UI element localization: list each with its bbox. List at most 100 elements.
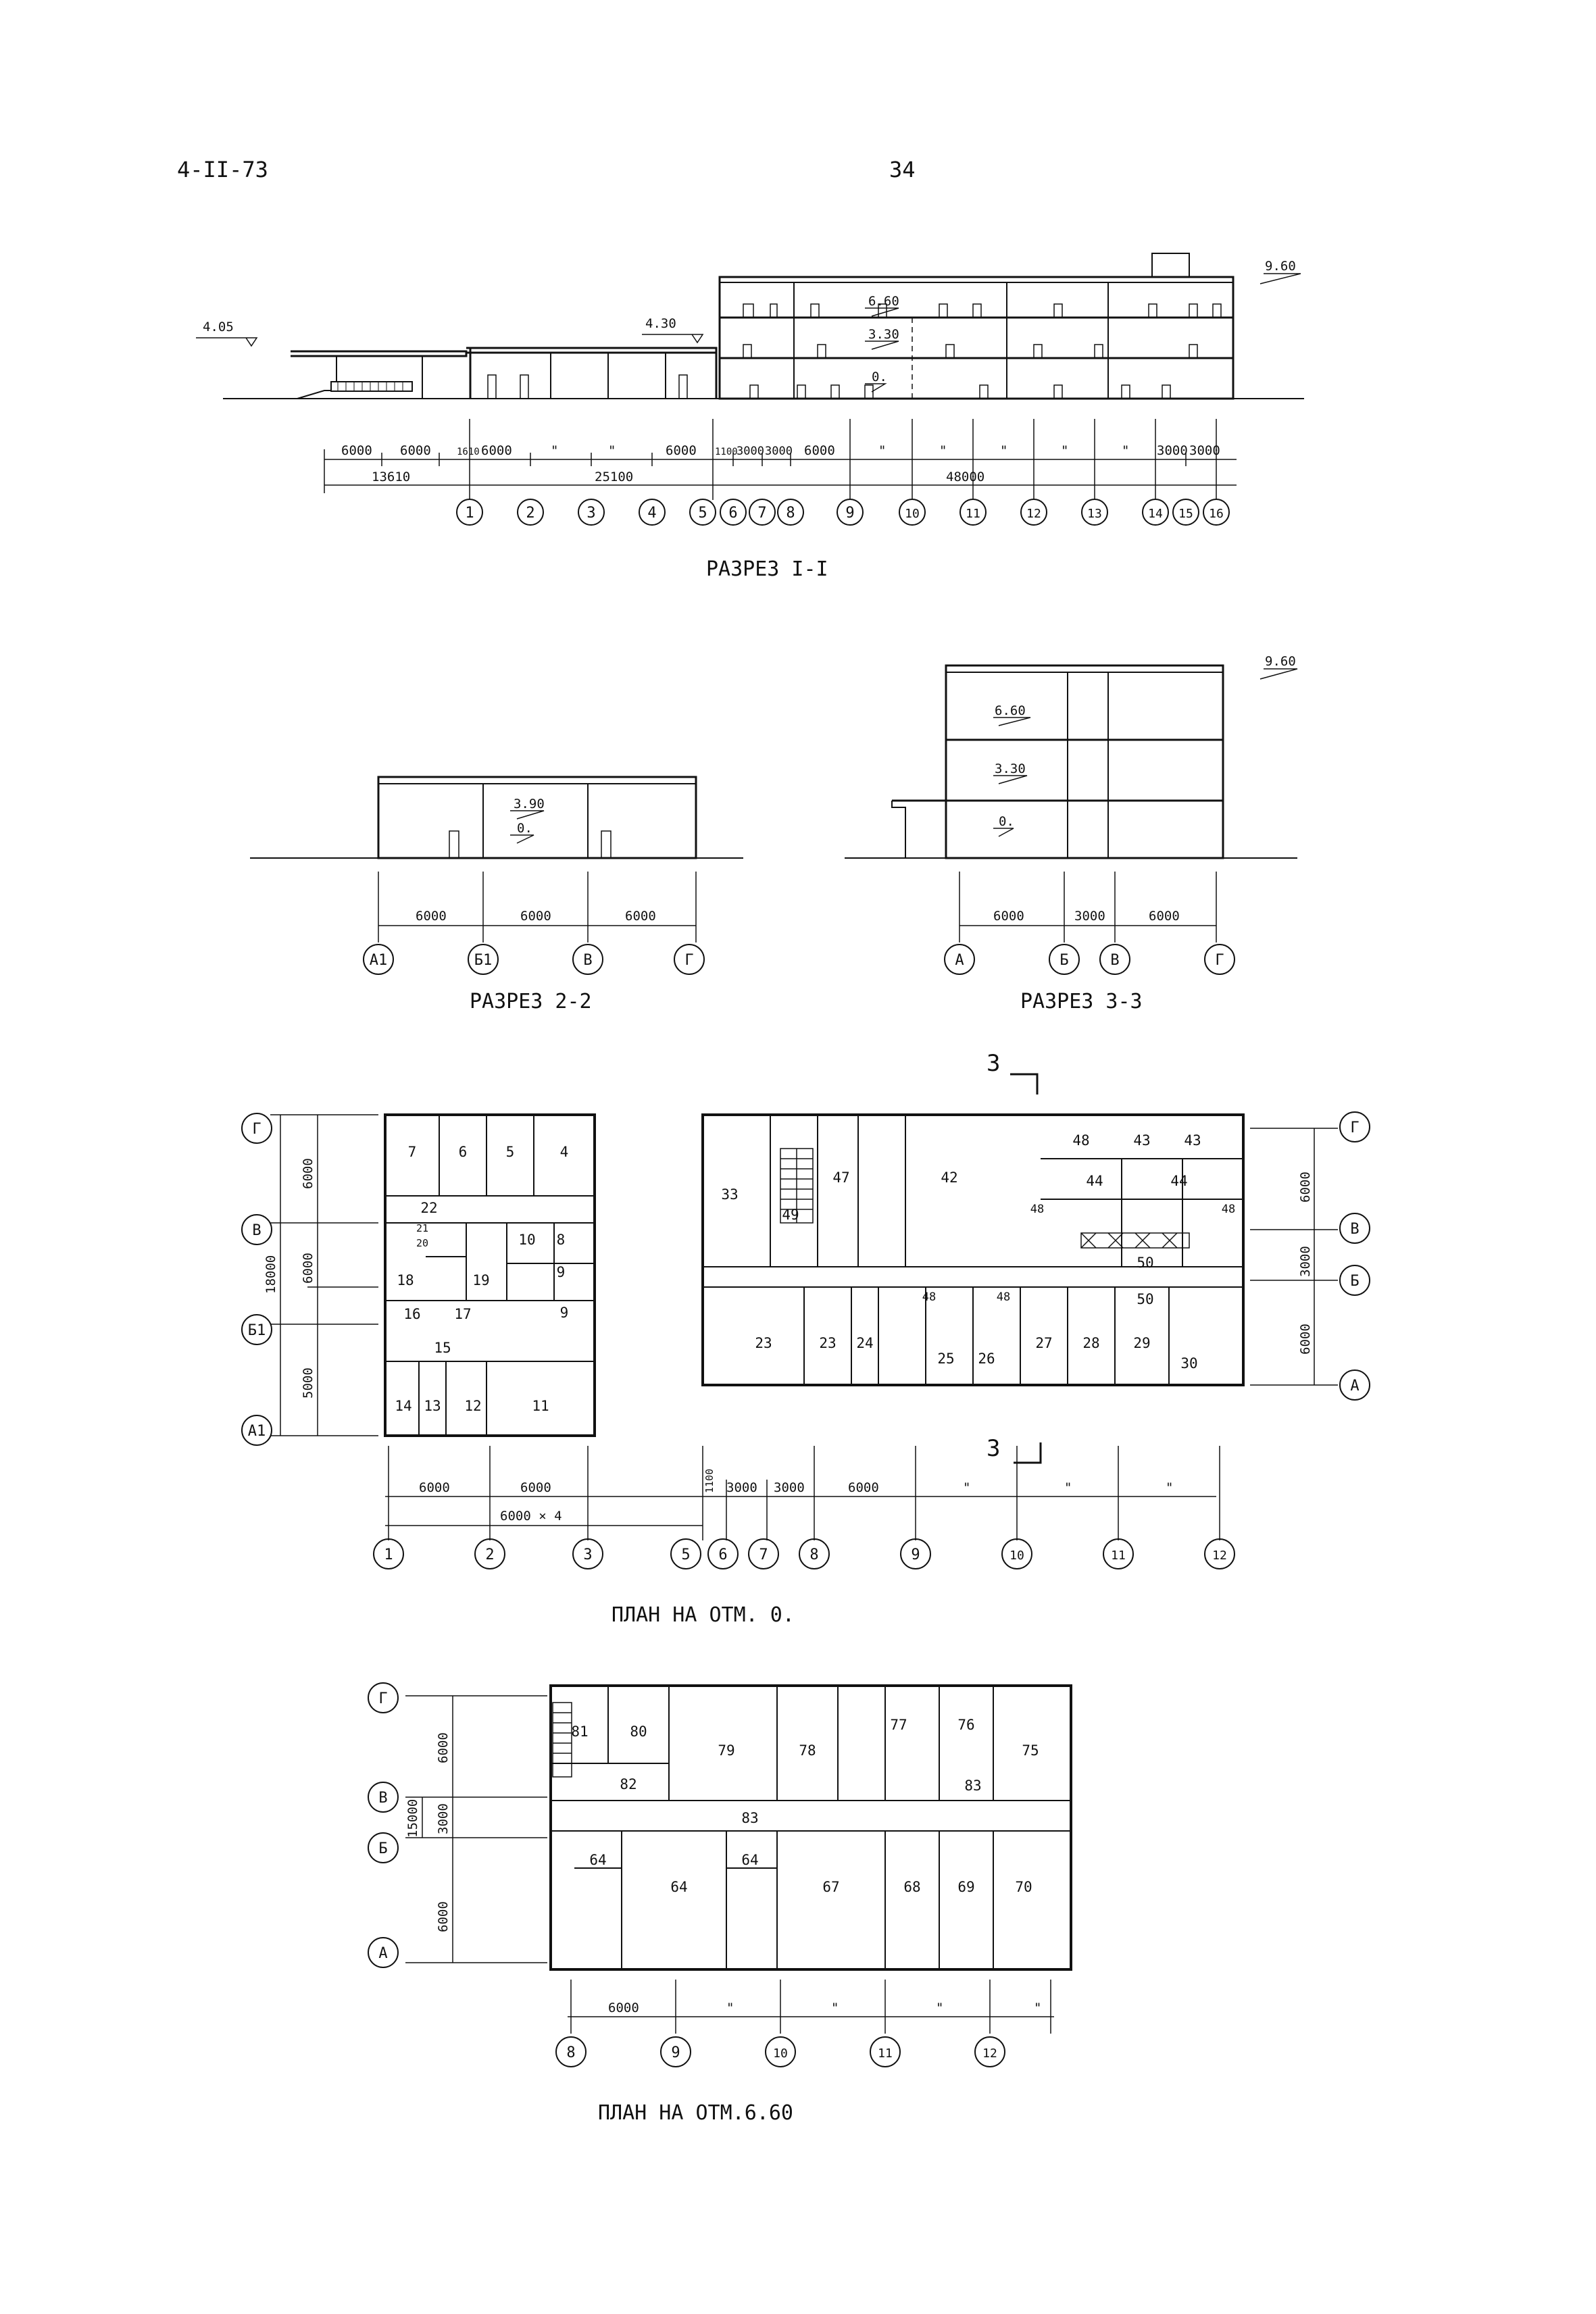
axis-label: 8 <box>809 1546 818 1563</box>
room-number: 44 <box>1170 1173 1187 1189</box>
dim: 6000 <box>848 1480 879 1495</box>
level-4-05: 4.05 <box>203 320 234 334</box>
axis-label: В <box>1350 1221 1359 1238</box>
axis-label: Б <box>378 1840 387 1857</box>
room-number: 8 <box>557 1232 566 1248</box>
level-0: 0. <box>872 370 887 384</box>
dim: " <box>1064 1480 1072 1495</box>
axis-label: 1 <box>384 1546 393 1563</box>
room-number: 15 <box>434 1340 451 1356</box>
room-number: 76 <box>957 1717 974 1733</box>
dim: 6000 <box>301 1158 316 1189</box>
dim: 6000 <box>520 909 551 924</box>
axis-label: В <box>583 952 592 969</box>
room-number: 33 <box>721 1186 738 1203</box>
axis-label: В <box>252 1222 261 1239</box>
plan-0-title: ПЛАН НА ОТМ. 0. <box>612 1603 795 1627</box>
dim: 6000 <box>993 909 1024 924</box>
dim: " <box>936 2001 943 2015</box>
dim: " <box>608 443 616 458</box>
room-number: 48 <box>1030 1203 1044 1216</box>
dim: 6000 <box>1298 1172 1313 1203</box>
section-3-title: РАЗРЕЗ 3-3 <box>1020 990 1143 1013</box>
room-number: 18 <box>397 1272 414 1288</box>
axis-label: 3 <box>583 1546 592 1563</box>
axis-label: 8 <box>786 505 795 522</box>
axis-label: 12 <box>982 2046 997 2061</box>
dim: 6000 <box>608 2001 639 2015</box>
room-number: 22 <box>420 1200 437 1216</box>
dim: 1610 <box>457 447 480 457</box>
room-number: 6 <box>459 1144 468 1160</box>
axis-label: 9 <box>671 2044 680 2061</box>
dim: 3000 <box>1074 909 1105 924</box>
room-number: 28 <box>1082 1335 1099 1351</box>
room-number: 25 <box>937 1351 954 1367</box>
room-number: 10 <box>518 1232 535 1248</box>
dim: 18000 <box>264 1255 278 1294</box>
axis-label: 13 <box>1087 507 1102 521</box>
dim: 6000 <box>1298 1324 1313 1355</box>
room-number: 48 <box>1222 1203 1235 1216</box>
dim: 1100 <box>703 1469 716 1493</box>
level-3-30: 3.30 <box>868 327 899 342</box>
room-number: 79 <box>718 1742 734 1759</box>
axis-label: Б1 <box>248 1322 266 1339</box>
room-number: 48 <box>922 1290 936 1304</box>
section-mark: 3 <box>987 1435 1000 1462</box>
level-6-60: 6.60 <box>995 703 1026 718</box>
section-2-2: 3.90 0. 6000 6000 6000 А1 Б1 В Г РАЗРЕЗ … <box>250 776 743 1013</box>
level-4-30: 4.30 <box>645 316 676 331</box>
axis-label: А <box>1350 1378 1359 1394</box>
axis-label: 12 <box>1026 507 1041 521</box>
room-number: 64 <box>741 1852 758 1868</box>
axis-label: 1 <box>465 505 474 522</box>
dim: " <box>1061 443 1068 458</box>
section-3-3: 9.60 6.60 3.30 0. 6000 3000 6000 А Б В Г… <box>845 654 1298 1013</box>
axis-label: 10 <box>773 2046 788 2061</box>
dim: " <box>878 443 886 458</box>
room-number: 23 <box>755 1335 772 1351</box>
room-number: 23 <box>819 1335 836 1351</box>
axis-label: А1 <box>370 952 388 969</box>
axis-label: 9 <box>911 1546 920 1563</box>
sheet-code: 4-II-73 <box>177 157 268 182</box>
plan-level-6-60: 81 80 79 78 77 76 75 82 83 83 64 64 64 6… <box>368 1682 1072 2125</box>
room-number: 64 <box>670 1879 687 1895</box>
level-0: 0. <box>999 814 1014 829</box>
axis-label: 15 <box>1178 507 1193 521</box>
dim: 3000 <box>1189 443 1220 458</box>
dim: 5000 <box>301 1367 316 1399</box>
axis-label: 11 <box>966 507 980 521</box>
room-number: 20 <box>416 1237 428 1249</box>
dim: 6000 <box>400 443 431 458</box>
dim: " <box>1122 443 1129 458</box>
axis-label: 9 <box>845 505 854 522</box>
dim: 6000 <box>520 1480 551 1495</box>
dim: 6000 <box>625 909 656 924</box>
level-3-30: 3.30 <box>995 761 1026 776</box>
room-number: 43 <box>1133 1132 1150 1149</box>
plan-660-title: ПЛАН НА ОТМ.6.60 <box>598 2101 793 2125</box>
dim: 6000 <box>666 443 697 458</box>
dim: 6000 <box>419 1480 450 1495</box>
room-number: 83 <box>964 1778 981 1794</box>
axis-label: 5 <box>698 505 707 522</box>
room-number: 27 <box>1035 1335 1052 1351</box>
axis-label: А <box>955 952 964 969</box>
dim: 3000 <box>1298 1246 1313 1277</box>
room-number: 29 <box>1133 1335 1150 1351</box>
room-number: 64 <box>589 1852 606 1868</box>
dim: 3000 <box>765 445 793 458</box>
axis-label: 8 <box>566 2044 575 2061</box>
level-0: 0. <box>517 821 532 836</box>
room-number: 5 <box>506 1144 515 1160</box>
level-9-60: 9.60 <box>1265 259 1296 274</box>
level-9-60: 9.60 <box>1265 654 1296 669</box>
room-number: 21 <box>416 1222 428 1234</box>
axis-label: 4 <box>647 505 656 522</box>
section-1-1: 4.05 4.30 9.60 6.60 3.30 0. 6000 6000 16… <box>196 253 1304 581</box>
room-number: 50 <box>1137 1291 1153 1307</box>
room-number: 82 <box>620 1776 637 1792</box>
